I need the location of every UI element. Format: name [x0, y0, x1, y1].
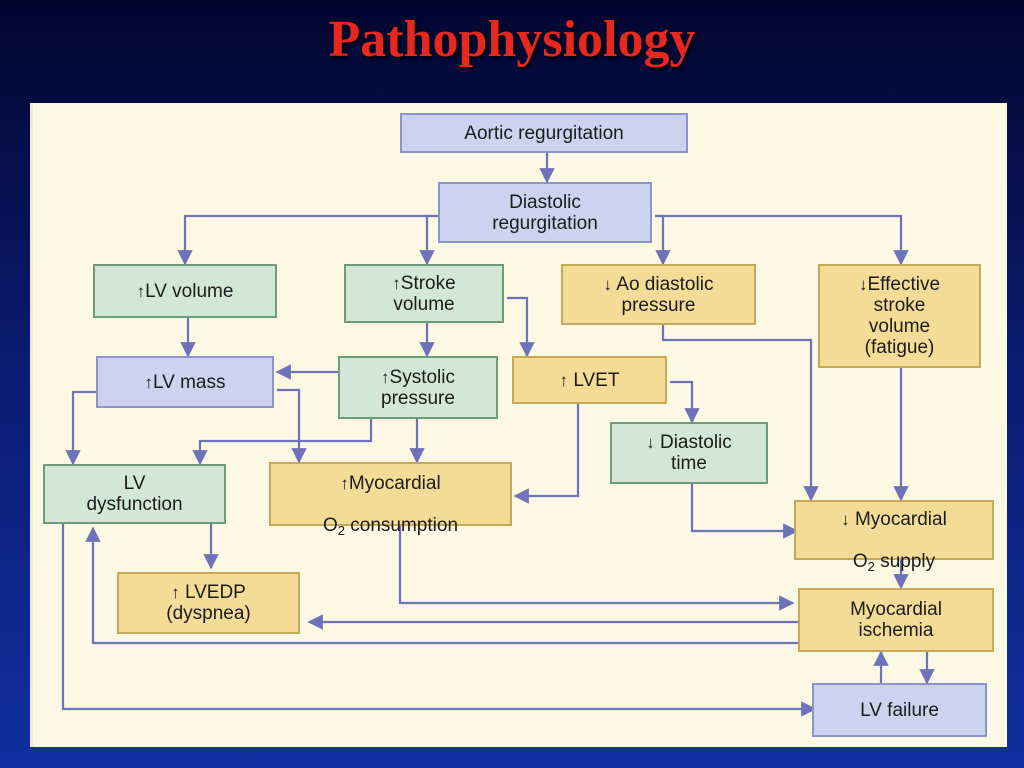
node-lvedp: ↑ LVEDP (dyspnea) [117, 572, 300, 634]
node-stroke-volume: ↑Stroke volume [344, 264, 504, 323]
arrow-diastolic-to-effective-sv [655, 214, 909, 266]
slide-title: Pathophysiology [328, 11, 696, 68]
node-lv-volume: ↑LV volume [93, 264, 277, 318]
node-systolic-pressure: ↑Systolic pressure [338, 356, 498, 419]
arrow-systolic-to-dysfunction [192, 419, 373, 466]
arrow-ischemia-to-dysfunction [85, 526, 803, 645]
node-myocardial-o2-consumption: ↑Myocardial O2 consumption [269, 462, 512, 537]
node-lvet: ↑ LVET [512, 356, 667, 404]
node-myocardial-ischemia: Myocardial ischemia [798, 588, 994, 652]
arrow-lvet-to-diastolic-time [670, 380, 700, 424]
arrow-ao-pressure-to-o2-supply [661, 325, 819, 502]
arrow-o2-consumption-to-ischemia [398, 526, 795, 611]
node-diastolic-time: ↓ Diastolic time [610, 422, 768, 484]
arrow-diastolic-to-lv-volume [177, 214, 441, 266]
node-myocardial-o2-supply: ↓ Myocardial O2 supply [794, 500, 994, 573]
arrow-diastolic-to-stroke-volume [419, 214, 441, 266]
node-aortic-regurgitation: Aortic regurgitation [400, 113, 688, 153]
arrow-lvet-to-o2-consumption [513, 404, 580, 504]
arrow-lvmass-to-dysfunction [65, 390, 99, 466]
node-ao-diastolic-pressure: ↓ Ao diastolic pressure [561, 264, 756, 325]
node-lv-dysfunction: LV dysfunction [43, 464, 226, 524]
node-effective-stroke-volume: ↓Effective stroke volume (fatigue) [818, 264, 981, 368]
node-lv-failure: LV failure [812, 683, 987, 737]
arrow-dysfunction-to-lv-failure [61, 524, 817, 717]
node-diastolic-regurgitation: Diastolic regurgitation [438, 182, 652, 243]
connector-layer [61, 153, 935, 717]
arrow-diastolic-time-to-o2-supply [690, 484, 799, 539]
node-lv-mass: ↑LV mass [96, 356, 274, 408]
arrow-stroke-to-lvet [507, 296, 535, 358]
arrow-diastolic-to-ao-pressure [655, 214, 671, 266]
arrow-lvmass-to-o2-consumption [277, 388, 307, 464]
